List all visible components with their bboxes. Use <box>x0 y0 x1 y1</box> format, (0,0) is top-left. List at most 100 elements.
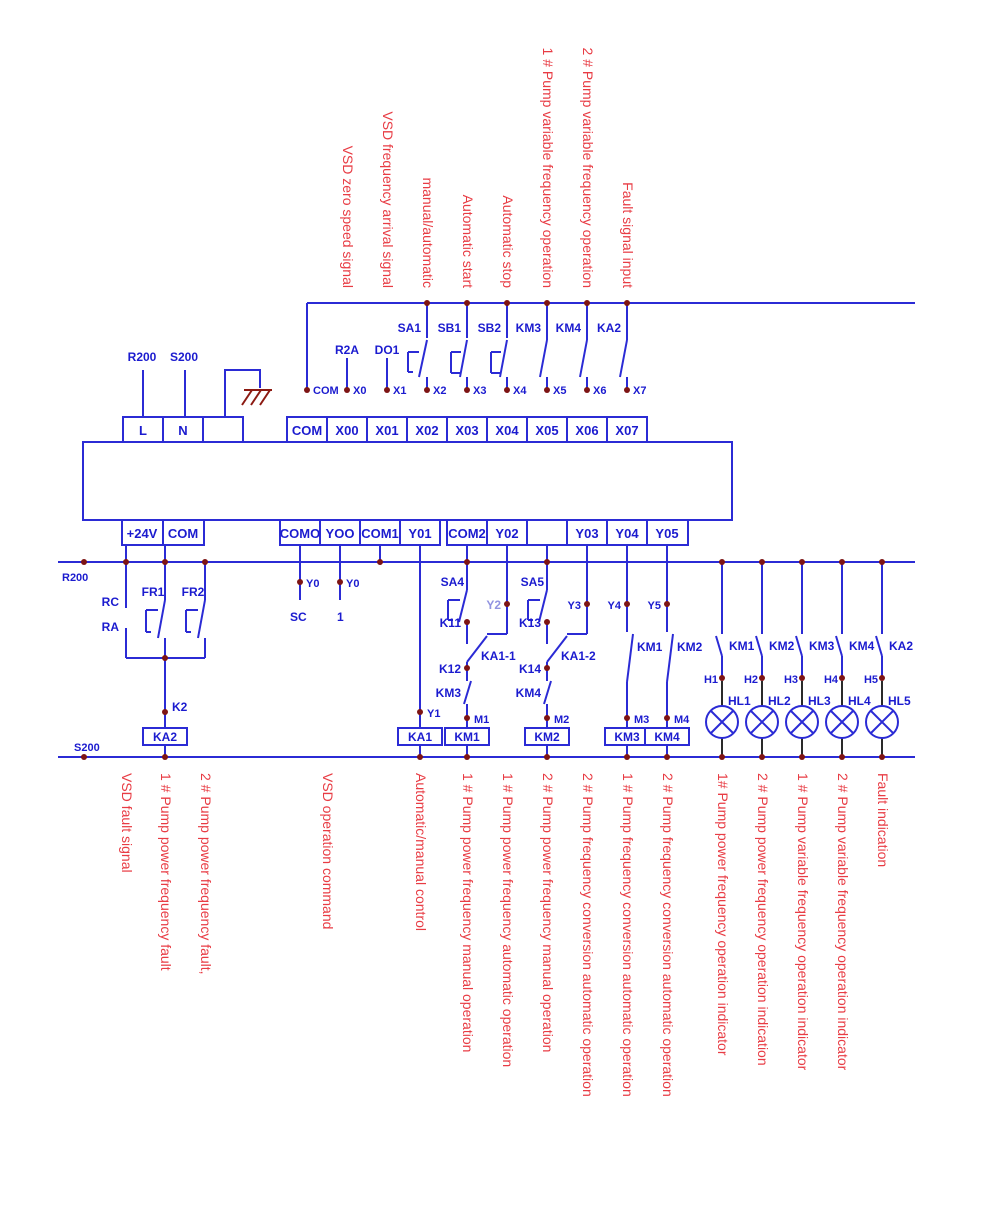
label-km4-contact: KM4 <box>516 686 542 700</box>
terminal-x02: X02 <box>415 423 438 438</box>
output-terminal-labels: +24V COM COMO YOO COM1 Y01 COM2 Y02 Y03 … <box>127 526 679 541</box>
pin-x6: X6 <box>593 385 606 397</box>
terminal-box-x03 <box>446 416 488 443</box>
terminal-x04: X04 <box>495 423 519 438</box>
label-ka1-1: KA1-1 <box>481 649 516 663</box>
terminal-box-y04 <box>606 519 648 546</box>
bottom-output-labels: VSD fault signal 1 # Pump power frequenc… <box>119 773 891 1097</box>
lamp2-contact-wire <box>755 562 763 678</box>
bottom-label-8: 2 # Pump frequency conversion automatic … <box>580 773 596 1097</box>
terminal-x00: X00 <box>335 423 358 438</box>
label-fr2: FR2 <box>182 585 205 599</box>
label-y0-a: Y0 <box>306 578 319 590</box>
top-label-x00: VSD zero speed signal <box>340 146 356 288</box>
lamp-icon-hl2 <box>745 705 779 739</box>
wiring-output-section <box>299 545 674 757</box>
label-k13: K13 <box>519 616 541 630</box>
bottom-label-6: 1 # Pump power frequency automatic opera… <box>500 773 516 1067</box>
coil-box-km4 <box>644 727 690 746</box>
bottom-label-0: VSD fault signal <box>119 773 135 873</box>
bottom-label-11: 1# Pump power frequency operation indica… <box>715 773 731 1056</box>
terminal-x01: X01 <box>375 423 398 438</box>
label-y5: Y5 <box>648 600 661 612</box>
pin-x2: X2 <box>433 385 446 397</box>
terminal-como: COMO <box>280 526 320 541</box>
terminal-y05: Y05 <box>655 526 678 541</box>
terminal-box-x00 <box>326 416 368 443</box>
label-sa1: SA1 <box>398 321 422 335</box>
incoming-power-labels: R200 S200 L N <box>128 350 199 438</box>
label-y2: Y2 <box>486 598 501 612</box>
pin-x3: X3 <box>473 385 486 397</box>
terminal-x03: X03 <box>455 423 478 438</box>
label-m1: M1 <box>474 714 489 726</box>
fr2-contact <box>185 562 206 658</box>
pin-x4: X4 <box>513 385 527 397</box>
lamp3-pin-label: H3 <box>784 674 798 686</box>
label-s200-rail: S200 <box>74 742 100 754</box>
label-k2: K2 <box>172 700 188 714</box>
lamp1-contact-label: KM1 <box>729 639 755 653</box>
input-pin-labels: COM X0 X1 X2 X3 X4 X5 X6 X7 <box>313 385 646 397</box>
bottom-label-9: 1 # Pump frequency conversion automatic … <box>620 773 636 1097</box>
stub-wires <box>142 358 388 417</box>
label-sb1: SB1 <box>438 321 462 335</box>
lamp2-pin-label: H2 <box>744 674 758 686</box>
label-sa4: SA4 <box>441 575 465 589</box>
lamp2-contact-label: KM2 <box>769 639 795 653</box>
contact-sa1-symbol <box>407 303 428 390</box>
label-km2-contact: KM2 <box>677 640 703 654</box>
top-label-x04: Automatic stop <box>500 195 516 288</box>
coil-box-km2 <box>524 727 570 746</box>
input-terminal-labels: COM X00 X01 X02 X03 X04 X05 X06 X07 <box>292 423 639 438</box>
coil-box-ka2 <box>142 727 188 746</box>
bottom-label-13: 1 # Pump variable frequency operation in… <box>795 773 811 1071</box>
lamp5-contact-label: KA2 <box>889 639 913 653</box>
plc-body <box>82 441 733 521</box>
lamp-icon-hl4 <box>825 705 859 739</box>
coil-box-km1 <box>444 727 490 746</box>
contact-km3-symbol <box>539 303 548 390</box>
lamp-labels: KM1 KM2 KM3 KM4 KA2 H1 H2 H3 H4 H5 HL1 H… <box>704 639 913 708</box>
label-ka2-in: KA2 <box>597 321 621 335</box>
label-km4-in: KM4 <box>556 321 582 335</box>
terminal-y01: Y01 <box>408 526 431 541</box>
label-m2: M2 <box>554 714 569 726</box>
terminal-y03: Y03 <box>575 526 598 541</box>
coil-km1: KM1 <box>454 730 480 744</box>
coil-ka2: KA2 <box>153 730 177 744</box>
top-label-x06: 2 # Pump variable frequency operation <box>580 48 596 288</box>
bottom-label-2: 2 # Pump power frequency fault, <box>198 773 214 975</box>
junction-dots <box>81 300 885 760</box>
lamp2-name-label: HL2 <box>768 694 791 708</box>
top-label-x02: manual/automatic <box>420 177 436 288</box>
terminal-x05: X05 <box>535 423 558 438</box>
terminal-box-y01 <box>399 519 441 546</box>
label-ra: RA <box>102 620 120 634</box>
terminal-l: L <box>139 423 147 438</box>
terminal-com: COM <box>292 423 322 438</box>
pin-com: COM <box>313 385 339 397</box>
pin-x5: X5 <box>553 385 566 397</box>
terminal-box-24v <box>121 519 164 546</box>
pin-x7: X7 <box>633 385 646 397</box>
label-fr1: FR1 <box>142 585 165 599</box>
terminal-box-ground <box>202 416 244 443</box>
terminal-box-y02 <box>486 519 528 546</box>
coil-km3: KM3 <box>614 730 640 744</box>
lamp3-contact-label: KM3 <box>809 639 835 653</box>
bottom-label-7: 2 # Pump power frequency manual operatio… <box>540 773 556 1052</box>
label-y3: Y3 <box>568 600 581 612</box>
terminal-box-y05 <box>646 519 689 546</box>
bottom-label-4: Automatic/manual control <box>413 773 429 931</box>
label-y4: Y4 <box>608 600 622 612</box>
label-km3-in: KM3 <box>516 321 542 335</box>
label-y1: Y1 <box>427 708 440 720</box>
wiring-lamp-columns <box>715 562 883 757</box>
label-m3: M3 <box>634 714 649 726</box>
terminal-y04: Y04 <box>615 526 639 541</box>
indicator-lamps <box>705 705 899 739</box>
pin-x1: X1 <box>393 385 406 397</box>
fr1-contact <box>145 545 166 658</box>
